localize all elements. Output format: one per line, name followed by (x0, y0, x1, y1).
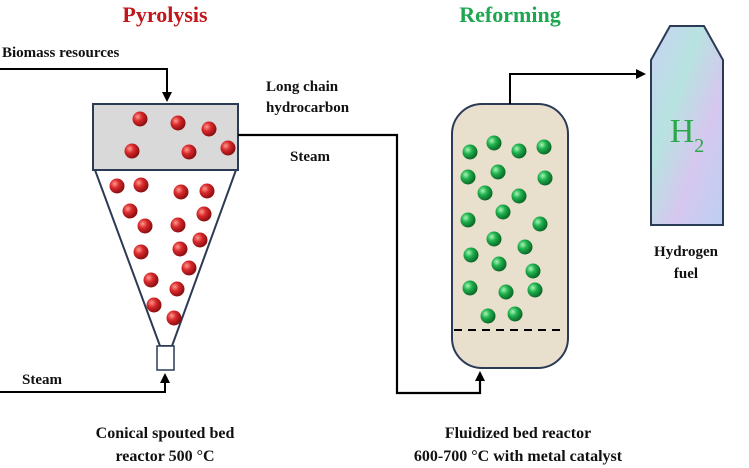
red-sphere-icon (122, 203, 138, 219)
green-sphere-icon (525, 263, 541, 279)
biomass-label: Biomass resources (2, 45, 120, 61)
red-sphere-icon (196, 206, 212, 222)
red-sphere-icon (132, 111, 148, 127)
red-sphere-icon (146, 297, 162, 313)
green-sphere-icon (532, 216, 548, 232)
steam-inlet-arrow (0, 373, 170, 393)
long-chain-label-2: hydrocarbon (266, 100, 350, 116)
hydrogen-outlet-arrow (509, 69, 646, 104)
green-sphere-icon (490, 164, 506, 180)
steam-inlet-label: Steam (22, 372, 62, 388)
green-sphere-icon (463, 247, 479, 263)
fluidized-caption-1: Fluidized bed reactor (445, 425, 591, 442)
red-sphere-icon (109, 178, 125, 194)
green-particle-group (460, 135, 553, 324)
biomass-feed-arrow (0, 68, 172, 102)
red-sphere-icon (199, 183, 215, 199)
red-particle-group (109, 111, 236, 326)
pyrolysis-title: Pyrolysis (122, 2, 208, 27)
green-sphere-icon (527, 282, 543, 298)
red-sphere-icon (137, 218, 153, 234)
green-sphere-icon (486, 231, 502, 247)
red-sphere-icon (133, 244, 149, 260)
long-chain-label-1: Long chain (266, 79, 339, 95)
red-sphere-icon (170, 115, 186, 131)
reactor-top-chamber (92, 103, 239, 171)
h2-formula: H2 (670, 113, 705, 157)
green-sphere-icon (517, 239, 533, 255)
steam-label: Steam (290, 149, 330, 165)
red-sphere-icon (143, 272, 159, 288)
green-sphere-icon (511, 188, 527, 204)
red-sphere-icon (124, 143, 140, 159)
red-sphere-icon (181, 144, 197, 160)
red-sphere-icon (220, 140, 236, 156)
red-sphere-icon (169, 281, 185, 297)
red-sphere-icon (201, 121, 217, 137)
green-sphere-icon (537, 170, 553, 186)
conical-caption-2: reactor 500 °C (115, 448, 214, 465)
green-sphere-icon (507, 306, 523, 322)
green-sphere-icon (460, 169, 476, 185)
conical-caption-1: Conical spouted bed (96, 425, 235, 442)
hydrocarbon-transfer-line (238, 133, 485, 395)
fluidized-caption-2: 600-700 °C with metal catalyst (414, 448, 623, 465)
green-sphere-icon (460, 212, 476, 228)
reactor-spout (156, 345, 175, 371)
green-sphere-icon (498, 284, 514, 300)
green-sphere-icon (486, 135, 502, 151)
red-sphere-icon (170, 217, 186, 233)
reforming-title: Reforming (459, 2, 560, 27)
red-sphere-icon (181, 260, 197, 276)
conical-spouted-bed-reactor (92, 103, 239, 371)
red-sphere-icon (172, 241, 188, 257)
red-sphere-icon (166, 310, 182, 326)
green-sphere-icon (462, 144, 478, 160)
green-sphere-icon (511, 143, 527, 159)
red-sphere-icon (192, 232, 208, 248)
red-sphere-icon (173, 184, 189, 200)
gas-tank-icon: H2 (650, 25, 724, 226)
red-sphere-icon (133, 177, 149, 193)
green-sphere-icon (480, 308, 496, 324)
hydrogen-label-2: fuel (674, 266, 698, 282)
green-sphere-icon (495, 204, 511, 220)
green-sphere-icon (536, 139, 552, 155)
hydrogen-label-1: Hydrogen (654, 244, 719, 260)
green-sphere-icon (477, 185, 493, 201)
green-sphere-icon (491, 256, 507, 272)
reactor-cone (93, 169, 238, 347)
green-sphere-icon (462, 280, 478, 296)
